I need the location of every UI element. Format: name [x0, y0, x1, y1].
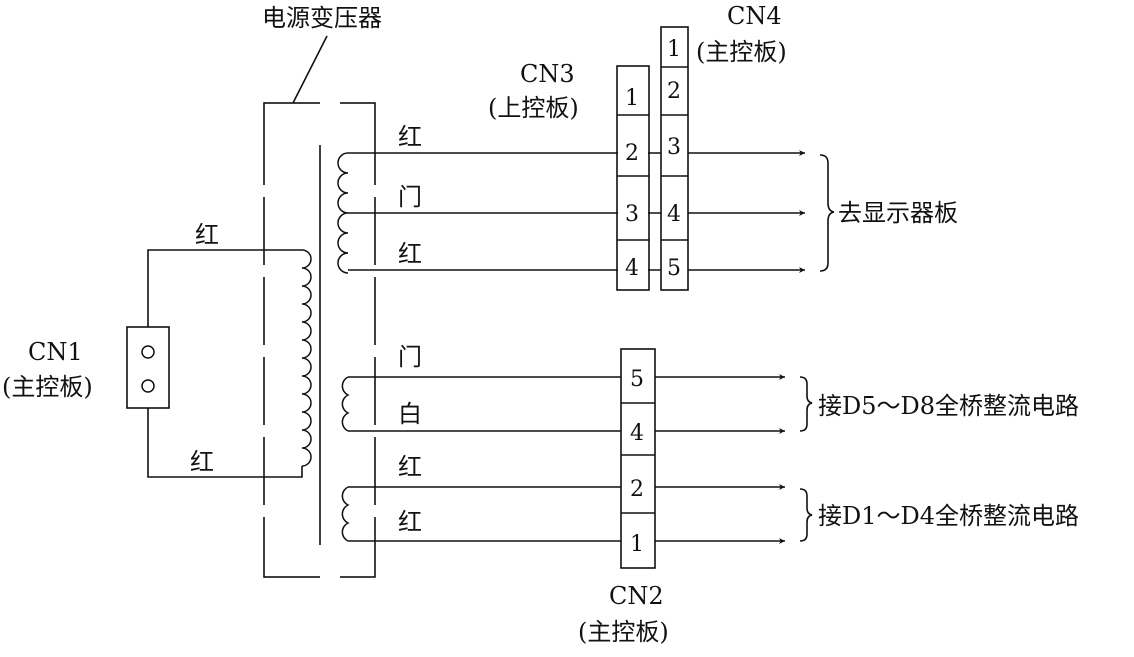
dest-display-board: 去显示器板 [838, 199, 958, 227]
wire-label-sec1-b: 门 [398, 183, 422, 211]
wire-label-primary-top: 红 [195, 221, 219, 249]
cn4-connector [660, 26, 689, 291]
secondary-winding-3 [341, 484, 785, 544]
wire-label-sec2-b: 白 [398, 400, 422, 428]
cn1-name: CN1 [28, 338, 83, 366]
wire-label-sec1-c: 红 [398, 240, 422, 268]
cn3-connector [616, 65, 650, 291]
cn1-pin [141, 379, 155, 393]
cn2-connector [620, 348, 656, 569]
cn3-board: (上控板) [488, 94, 579, 122]
cn1-connector [126, 326, 170, 409]
cn2-pin-label: 2 [630, 477, 644, 502]
wire-label-sec3-a: 红 [398, 453, 422, 481]
wire-label-sec2-a: 门 [398, 343, 422, 371]
wire-label-sec3-b: 红 [398, 508, 422, 536]
brace-d1-d4 [799, 488, 813, 542]
cn2-name: CN2 [609, 582, 664, 610]
transformer-core [261, 100, 378, 580]
wire-label-primary-bottom: 红 [190, 448, 214, 476]
cn2-board: (主控板) [578, 618, 669, 646]
brace-d5-d8 [799, 376, 813, 432]
cn3-pin-label: 2 [625, 141, 639, 166]
transformer-leader-line [292, 35, 328, 104]
cn4-pin-label: 3 [667, 135, 681, 160]
cn4-pin-label: 1 [667, 37, 681, 62]
brace-display [819, 154, 835, 272]
cn2-pin-label: 1 [630, 532, 644, 557]
cn4-board: (主控板) [696, 38, 787, 66]
dest-bridge-d1-d4: 接D1～D4全桥整流电路 [818, 502, 1079, 530]
cn3-name: CN3 [520, 60, 575, 88]
transformer-label: 电源变压器 [262, 4, 382, 32]
primary-wiring [147, 249, 303, 478]
dest-bridge-d5-d8: 接D5～D8全桥整流电路 [818, 392, 1079, 420]
cn4-pin-label: 2 [667, 79, 681, 104]
cn2-pin-label: 5 [630, 367, 644, 392]
cn1-board: (主控板) [2, 373, 93, 401]
cn4-pin-label: 5 [667, 256, 681, 281]
cn2-pin-label: 4 [630, 421, 644, 446]
cn1-pin [141, 345, 155, 359]
secondary-winding-1 [337, 150, 805, 274]
wire-label-sec1-a: 红 [398, 123, 422, 151]
cn3-pin-label: 1 [625, 86, 639, 111]
secondary-winding-2 [341, 374, 785, 434]
cn4-name: CN4 [727, 2, 782, 30]
cn3-pin-label: 4 [625, 256, 639, 281]
cn3-pin-label: 3 [625, 202, 639, 227]
cn4-pin-label: 4 [667, 202, 681, 227]
primary-winding [301, 249, 312, 467]
